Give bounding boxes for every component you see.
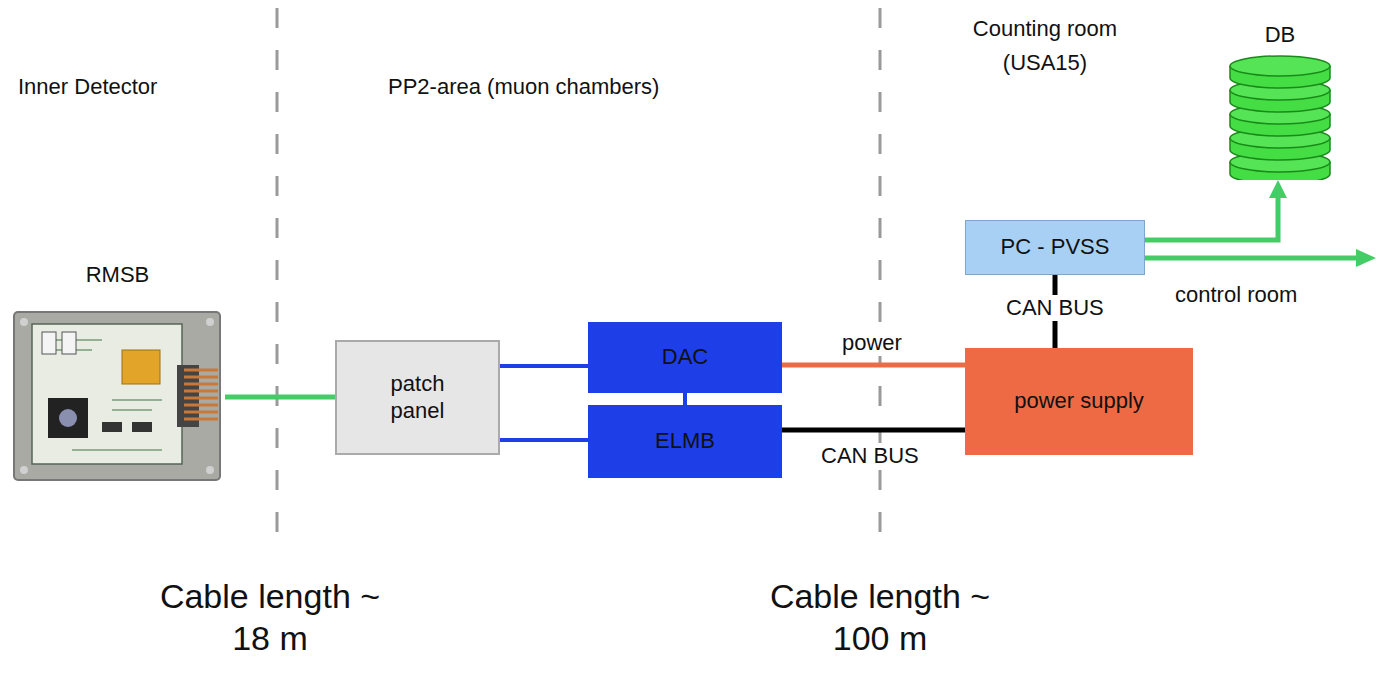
- pcb: [32, 324, 182, 464]
- component: [132, 422, 152, 432]
- sensor: [48, 398, 88, 438]
- connector-label: CAN BUS: [818, 443, 922, 469]
- cable-length-note: Cable length ~ 18 m: [155, 575, 385, 659]
- connector-label: power: [839, 330, 905, 356]
- region-label: Inner Detector: [18, 72, 258, 102]
- disk-top: [1230, 56, 1330, 76]
- output-label: control room: [1175, 280, 1355, 310]
- cable-length-note: Cable length ~ 100 m: [765, 575, 995, 659]
- database-shape: [1220, 52, 1340, 180]
- screw: [20, 318, 28, 326]
- screw: [206, 466, 214, 474]
- database-cylinder: DB: [1220, 22, 1340, 180]
- output-arrow-line: [1145, 256, 1358, 261]
- region-divider: [276, 8, 279, 548]
- connector-line: [782, 428, 965, 433]
- pc-box: PC - PVSS: [965, 220, 1145, 275]
- board-photo: [12, 310, 222, 482]
- component: [102, 422, 122, 432]
- connector-line: [500, 438, 588, 442]
- connector-line: [1145, 198, 1278, 240]
- component: [62, 332, 76, 354]
- output-arrow-head: [1356, 249, 1376, 267]
- wire-bundle: [184, 370, 218, 419]
- node-text: patch panel: [373, 371, 463, 424]
- elmb-box: ELMB: [588, 405, 782, 478]
- connector-line: [683, 393, 687, 405]
- component: [42, 332, 56, 354]
- screw: [206, 318, 214, 326]
- chip: [122, 350, 160, 384]
- sensor-window: [59, 409, 77, 427]
- patch-panel-box: patch panel: [335, 340, 500, 455]
- power-supply-box: power supply: [965, 348, 1193, 455]
- connector-line: [500, 364, 588, 368]
- screw: [20, 466, 28, 474]
- region-label: Counting room (USA15): [960, 12, 1130, 80]
- node-text: ELMB: [655, 428, 715, 454]
- board-housing: [14, 312, 220, 480]
- arrow-head: [1269, 180, 1287, 198]
- connector-line: [782, 363, 965, 368]
- node-text: DB: [1220, 22, 1340, 48]
- dac-box: DAC: [588, 322, 782, 393]
- node-text: PC - PVSS: [1001, 234, 1110, 260]
- sensor-board: RMSB: [10, 262, 225, 487]
- node-text: DAC: [662, 344, 708, 370]
- pcb-trace: [42, 340, 162, 450]
- region-label: PP2-area (muon chambers): [388, 72, 718, 102]
- connector-line: [225, 395, 335, 400]
- node-text: power supply: [1014, 388, 1144, 414]
- node-text: RMSB: [10, 262, 225, 288]
- connector-label: CAN BUS: [1003, 295, 1107, 321]
